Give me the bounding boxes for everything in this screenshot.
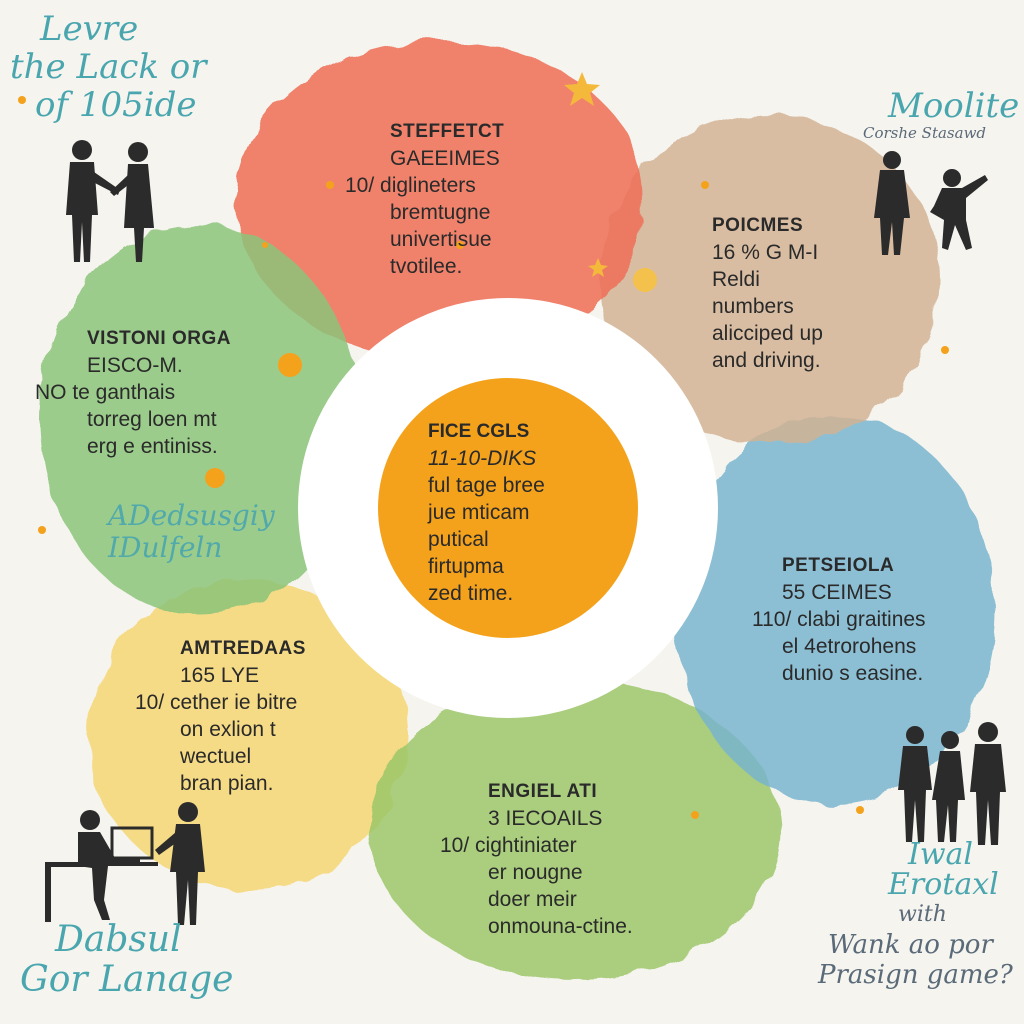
caption-line: Gor Lanage [20, 959, 234, 1000]
petal-title: AMTREDAAS [180, 638, 306, 659]
petal-right-bottom [675, 415, 995, 805]
caption-line: Levre [40, 9, 139, 49]
caption-line: Moolite [888, 86, 1020, 126]
petal-title: POICMES [712, 215, 804, 236]
center-line: ful tage bree [428, 474, 545, 497]
petal-line: 10/ cether ie bitre [135, 691, 298, 714]
people-handshake-icon [66, 140, 154, 262]
petal-right-top-text: POICMES 16 % G M-I Reldi numbers aliccip… [712, 212, 823, 374]
center-text: FICE CGLS 11-10-DIKS ful tage bree jue m… [400, 418, 610, 607]
petal-line: tvotilee. [390, 255, 463, 278]
center-line: zed time. [428, 582, 514, 605]
petal-right-bottom-text: PETSEIOLA 55 CEIMES 110/ clabi graitines… [752, 552, 926, 687]
petal-line: NO te ganthais [35, 381, 176, 404]
petal-line: GAEEIMES [390, 147, 500, 170]
center-line: putical [428, 528, 489, 551]
people-group-icon [898, 722, 1006, 845]
petal-line: dunio s easine. [782, 662, 924, 685]
left-mid-caption: ADedsusgiy IDulfeln [108, 500, 275, 564]
caption-line: Iwal [908, 837, 974, 872]
top-left-caption: Levre the Lack or of 105ide [10, 9, 207, 124]
petal-left-bottom [88, 580, 408, 890]
bottom-right-caption: Iwal Erotaxl with Wank ao por Prasign ga… [808, 837, 1013, 991]
caption-line: Dabsul [55, 919, 182, 960]
petal-left-top [40, 225, 360, 615]
center-core [378, 378, 638, 638]
petal-line: erg e entiniss. [87, 435, 218, 458]
caption-line: the Lack or [10, 47, 207, 87]
petal-line: 55 CEIMES [782, 581, 892, 604]
caption-line: Corshe Stasawd [863, 124, 987, 142]
caption-line: IDulfeln [108, 531, 223, 564]
caption-line: with [898, 902, 947, 927]
caption-line: ADedsusgiy [108, 499, 275, 532]
petal-top [235, 40, 645, 360]
caption-line: of 105ide [35, 85, 197, 125]
petal-line: wectuel [180, 745, 252, 768]
petal-line: el 4etrorohens [782, 635, 917, 658]
petal-line: EISCO-M. [87, 354, 183, 377]
petal-line: univertisue [390, 228, 492, 251]
petal-line: Reldi [712, 268, 760, 291]
petal-line: 3 IECOAILS [488, 807, 603, 830]
people-laptop-icon [45, 802, 205, 925]
petal-title: VISTONI ORGA [87, 328, 231, 349]
petal-line: 110/ clabi graitines [752, 608, 926, 631]
petal-title: PETSEIOLA [782, 555, 895, 576]
petal-title: ENGIEL ATI [488, 781, 598, 802]
caption-line: Wank ao por [828, 930, 993, 960]
center-line: 11-10-DIKS [428, 447, 537, 470]
petal-line: alicciped up [712, 322, 823, 345]
petal-line: torreg loen mt [87, 408, 217, 431]
petal-left-bottom-text: AMTREDAAS 165 LYE 10/ cether ie bitre on… [135, 635, 306, 797]
petal-line: 16 % G M-I [712, 241, 819, 264]
petal-line: doer meir [488, 888, 577, 911]
petal-line: numbers [712, 295, 794, 318]
center-line: jue mticam [428, 501, 530, 524]
petal-top-text: STEFFETCT GAEEIMES 10/ diglineters bremt… [345, 118, 504, 280]
decor-dots [18, 96, 949, 819]
caption-line: Erotaxl [888, 867, 999, 902]
petal-line: er nougne [488, 861, 583, 884]
center-title: FICE CGLS [428, 421, 530, 442]
petal-line: 165 LYE [180, 664, 260, 687]
petal-line: bran pian. [180, 772, 274, 795]
petal-line: 10/ diglineters [345, 174, 476, 197]
petal-line: 10/ cightiniater [440, 834, 577, 857]
petal-line: onmouna-ctine. [488, 915, 633, 938]
petal-right-top [600, 115, 940, 445]
bottom-left-caption: Dabsul Gor Lanage [20, 919, 233, 1000]
top-right-caption: Moolite Corshe Stasawd [863, 86, 1020, 142]
star-icon [564, 72, 608, 277]
caption-line: Prasign game? [818, 960, 1013, 990]
petal-line: bremtugne [390, 201, 491, 224]
petal-bottom [370, 680, 780, 980]
petal-left-top-text: VISTONI ORGA EISCO-M. NO te ganthais tor… [35, 325, 231, 460]
center-line: firtupma [428, 555, 504, 578]
petal-line: on exlion t [180, 718, 276, 741]
petal-bottom-text: ENGIEL ATI 3 IECOAILS 10/ cightiniater e… [440, 778, 633, 940]
people-walking-icon [874, 151, 988, 255]
petal-title: STEFFETCT [390, 121, 505, 142]
petal-line: and driving. [712, 349, 821, 372]
